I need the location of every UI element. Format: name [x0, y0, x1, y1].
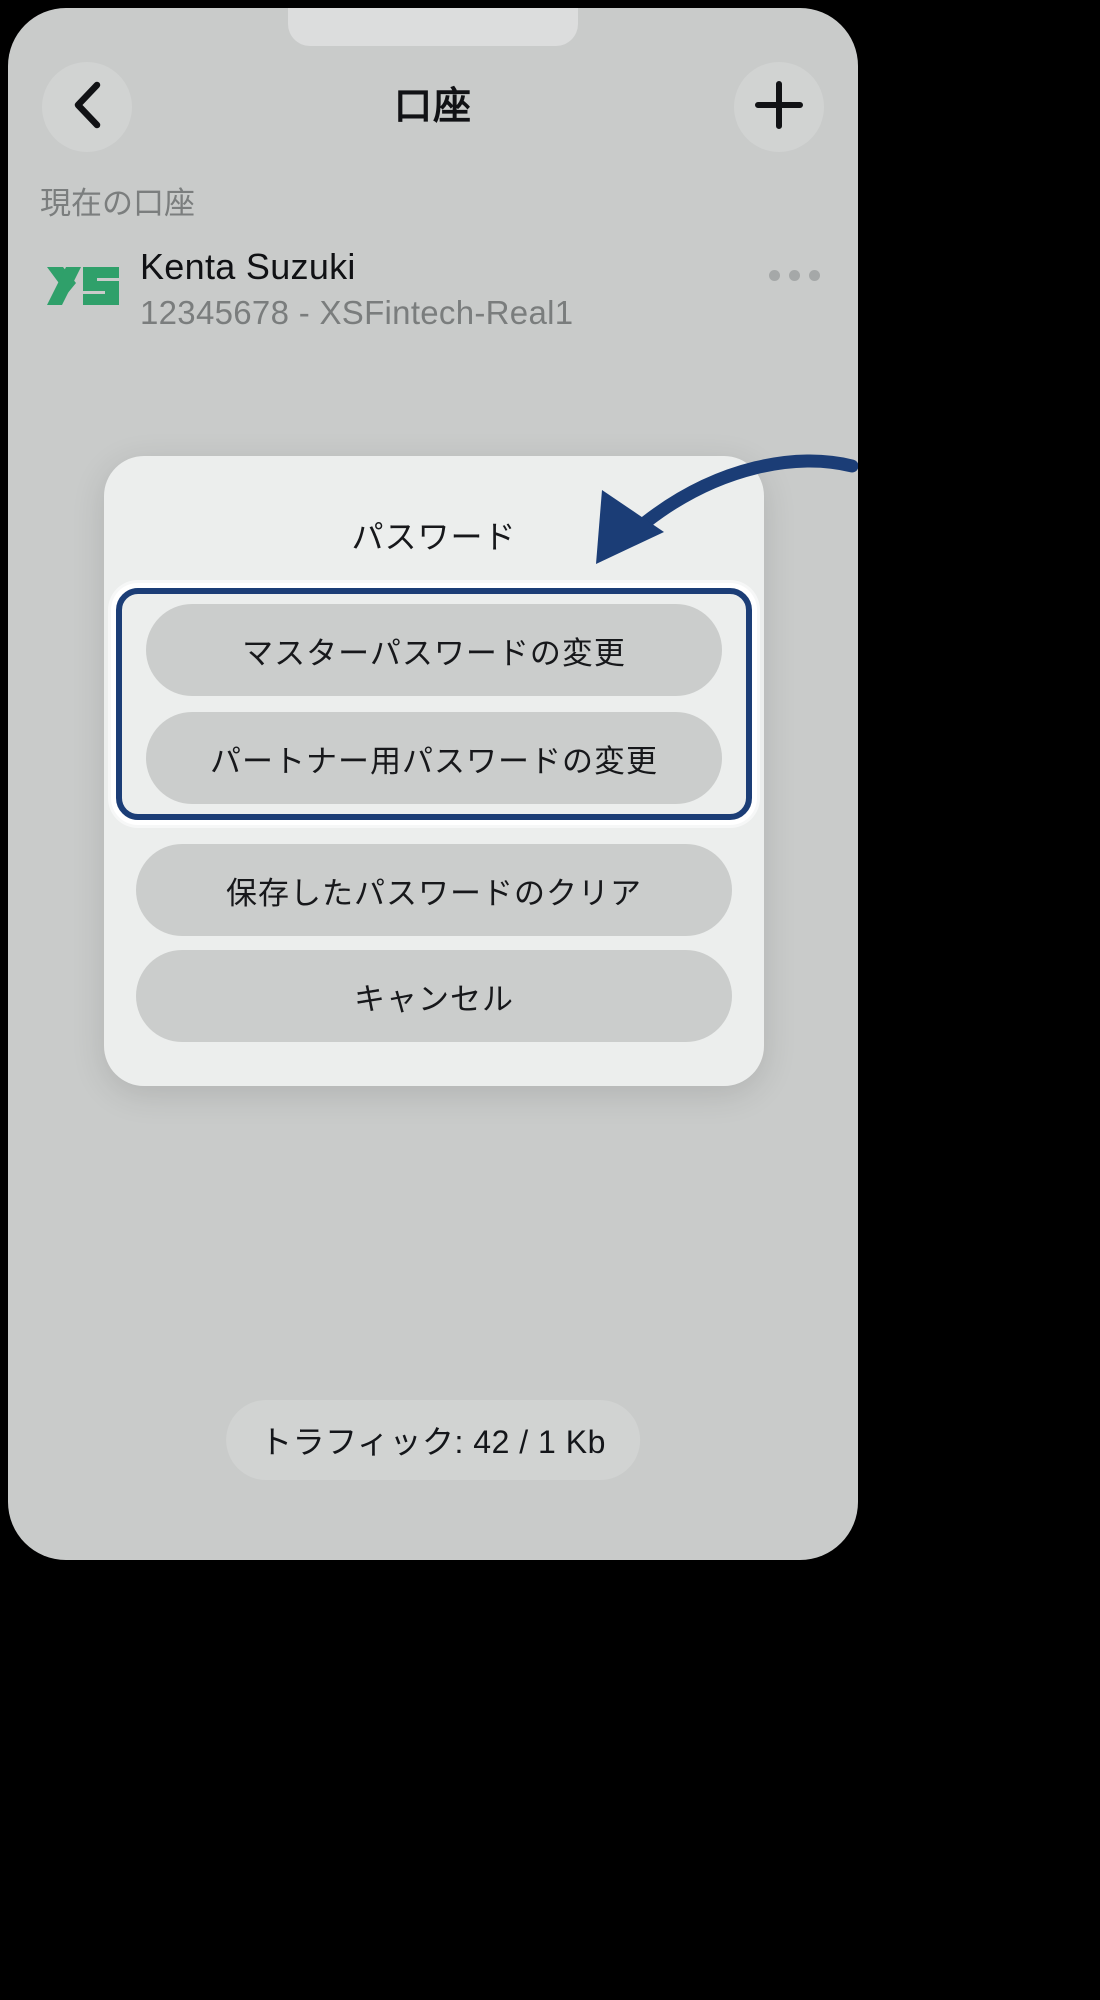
device-notch	[288, 8, 578, 46]
account-number-server: 12345678 - XSFintech-Real1	[140, 294, 574, 331]
app-header: 口座	[8, 56, 858, 164]
phone-screen: 口座 現在の口座	[8, 8, 858, 1560]
xs-broker-logo-icon	[44, 260, 126, 312]
page-title: 口座	[393, 86, 472, 128]
action-sheet-remaining-options: 保存したパスワードのクリア キャンセル	[104, 826, 764, 1042]
password-action-sheet: パスワード マスターパスワードの変更 パートナー用パスワードの変更 保存したパス…	[104, 456, 764, 1086]
cancel-button[interactable]: キャンセル	[136, 950, 732, 1042]
section-label-current-accounts: 現在の口座	[40, 186, 195, 221]
clear-saved-passwords-button[interactable]: 保存したパスワードのクリア	[136, 844, 732, 936]
back-button[interactable]	[42, 62, 132, 152]
action-sheet-title: パスワード	[351, 519, 517, 555]
traffic-status-badge: トラフィック: 42 / 1 Kb	[226, 1400, 640, 1480]
change-master-password-button[interactable]: マスターパスワードの変更	[146, 604, 722, 696]
plus-icon	[753, 79, 805, 136]
account-holder-name: Kenta Suzuki	[140, 246, 356, 287]
phone-frame: 口座 現在の口座	[8, 8, 858, 1560]
account-list-item[interactable]: Kenta Suzuki 12345678 - XSFintech-Real1	[8, 230, 858, 336]
highlighted-options-group: マスターパスワードの変更 パートナー用パスワードの変更	[116, 588, 752, 820]
change-investor-password-button[interactable]: パートナー用パスワードの変更	[146, 712, 722, 804]
add-account-button[interactable]	[734, 62, 824, 152]
chevron-left-icon	[67, 79, 107, 136]
ellipsis-icon[interactable]	[769, 270, 820, 281]
